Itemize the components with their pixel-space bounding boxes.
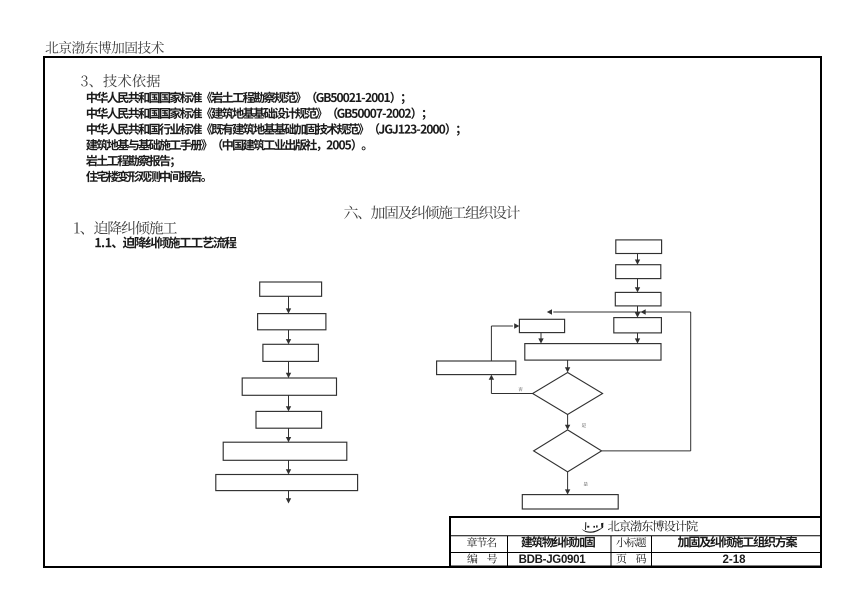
svg-text:2-18: 2-18 <box>722 554 746 566</box>
svg-text:BDB-JG0901: BDB-JG0901 <box>519 554 587 566</box>
